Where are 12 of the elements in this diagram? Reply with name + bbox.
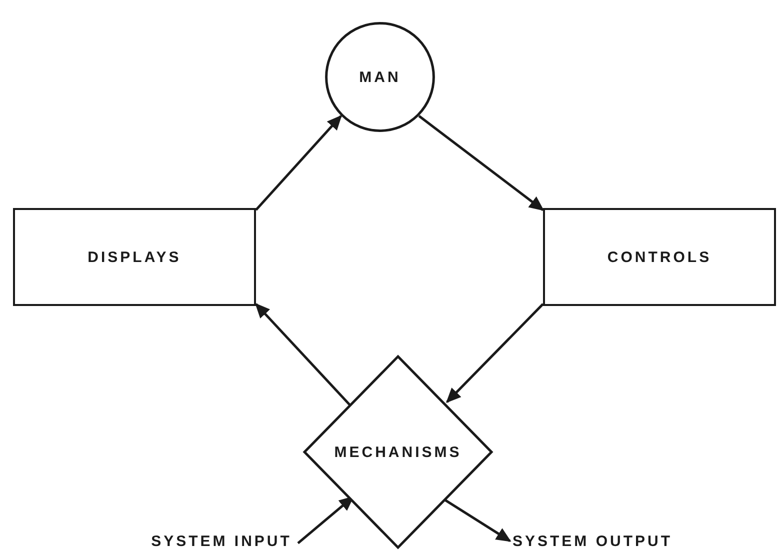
arrow bbox=[418, 115, 544, 211]
arrow bbox=[255, 114, 342, 211]
circle-node: MAN bbox=[325, 22, 435, 132]
process-box: CONTROLS bbox=[543, 208, 776, 306]
decision-diamond: MECHANISMS bbox=[303, 355, 493, 549]
process-box: DISPLAYS bbox=[13, 208, 256, 306]
arrow bbox=[254, 302, 351, 406]
arrow bbox=[297, 496, 354, 544]
output-label: SYSTEM OUTPUT bbox=[510, 530, 675, 551]
arrow bbox=[444, 498, 512, 542]
arrow bbox=[446, 303, 544, 404]
input-label: SYSTEM INPUT bbox=[145, 530, 298, 551]
